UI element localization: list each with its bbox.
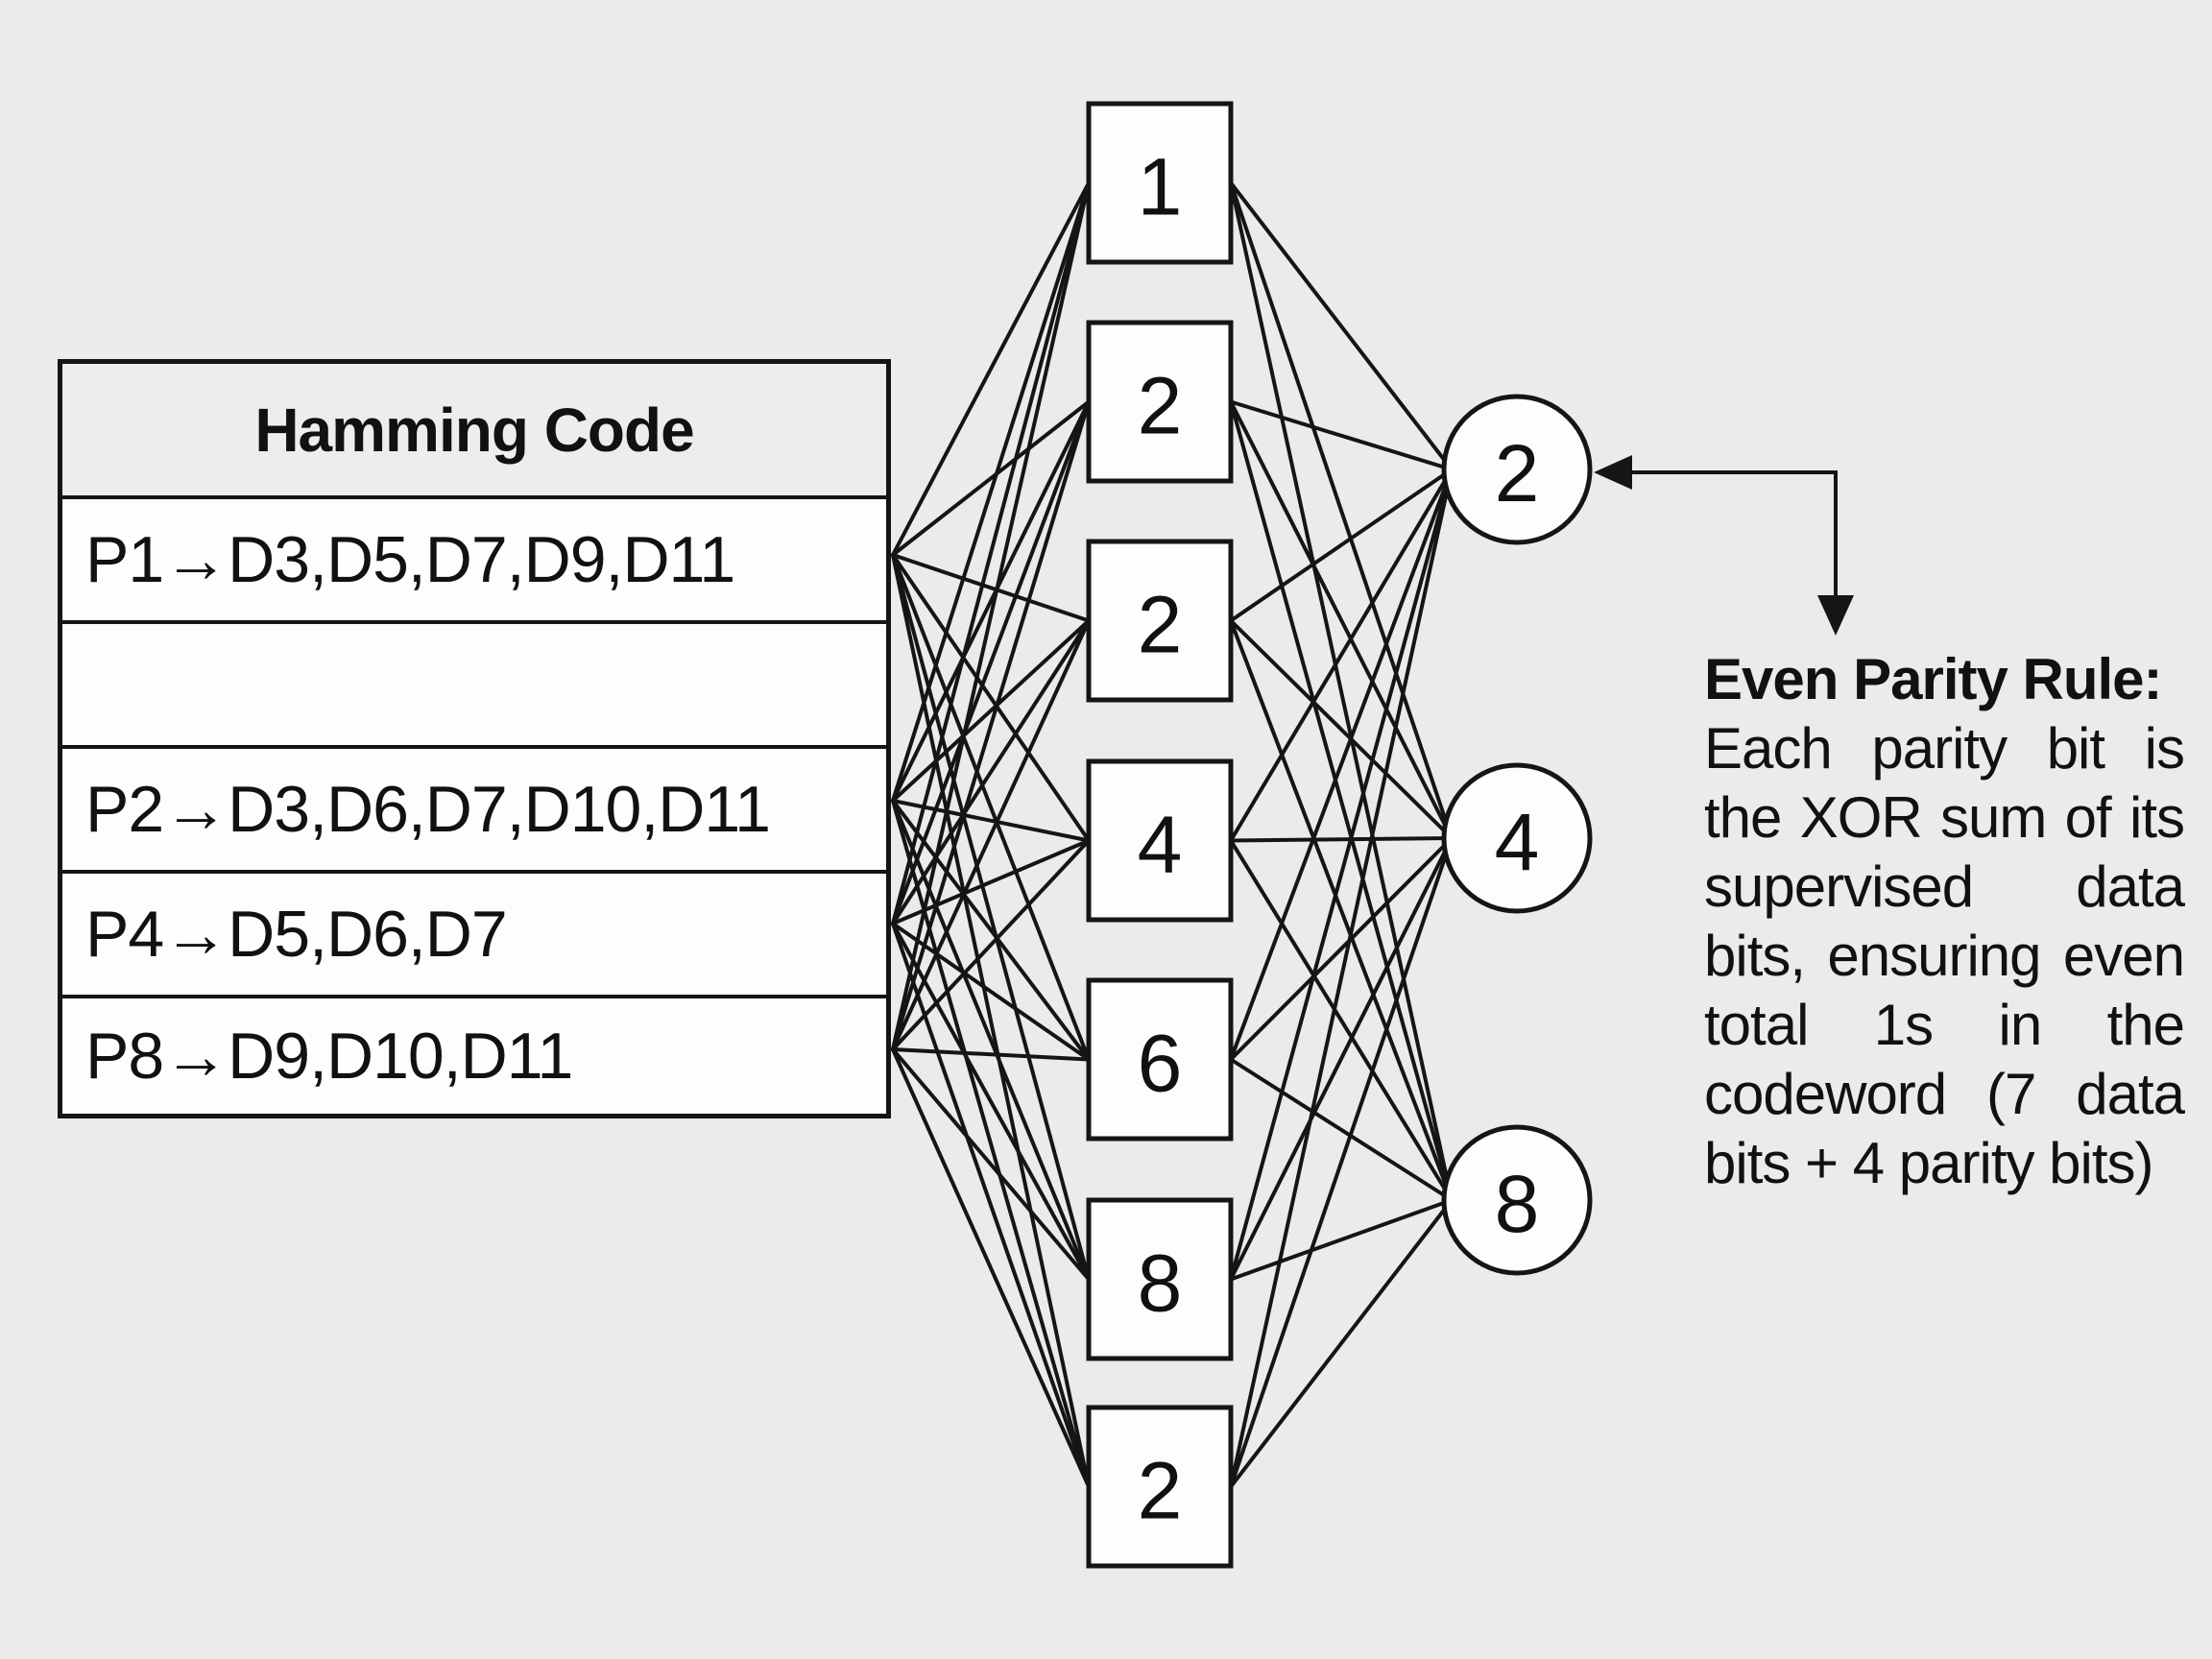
- table-row-empty: [62, 624, 886, 749]
- link-row1-box1: [891, 399, 1091, 803]
- circle-node: 8: [1441, 1124, 1593, 1276]
- link-box3-circle0: [1229, 468, 1454, 843]
- link-row3-box2: [891, 618, 1091, 1051]
- link-row1-box0: [891, 180, 1091, 803]
- table-row-p2: P2→D3,D6,D7,D10,D11: [62, 749, 886, 874]
- link-row2-box2: [891, 618, 1091, 926]
- box-node-label: 2: [1138, 1446, 1183, 1536]
- table-row-p8: P8→D9,D10,D11: [85, 1020, 573, 1093]
- box-node-label: 4: [1138, 800, 1183, 890]
- link-row3-box0: [891, 180, 1091, 1051]
- connection-lines: [891, 180, 1454, 1489]
- link-row0-box1: [891, 399, 1091, 557]
- link-box0-circle0: [1229, 180, 1454, 471]
- circle-node-label: 4: [1495, 797, 1540, 887]
- circle-node-label: 2: [1495, 428, 1540, 518]
- box-node-label: 6: [1138, 1019, 1183, 1109]
- link-row0-box3: [891, 553, 1091, 843]
- link-box5-circle2: [1229, 1198, 1454, 1282]
- box-node-shape: [1086, 1405, 1234, 1569]
- circle-node-shape: [1441, 1124, 1593, 1276]
- link-row0-box4: [891, 553, 1091, 1062]
- rule-body: Each parity bit is the XOR sum of its su…: [1704, 716, 2185, 1195]
- link-row2-box1: [891, 399, 1091, 926]
- box-node-shape: [1086, 758, 1234, 923]
- box-node-shape: [1086, 101, 1234, 265]
- link-box2-circle0: [1229, 468, 1454, 623]
- box-node-shape: [1086, 977, 1234, 1142]
- link-row3-box5: [891, 1047, 1091, 1282]
- link-row2-box0: [891, 180, 1091, 926]
- link-row0-box5: [891, 553, 1091, 1282]
- circle-node-shape: [1441, 394, 1593, 545]
- link-box6-circle0: [1229, 468, 1454, 1489]
- link-box5-circle0: [1229, 468, 1454, 1282]
- link-box1-circle0: [1229, 399, 1454, 471]
- link-box4-circle2: [1229, 1057, 1454, 1202]
- link-box3-circle1: [1229, 836, 1454, 843]
- link-box6-circle1: [1229, 836, 1454, 1489]
- link-box1-circle1: [1229, 399, 1454, 840]
- link-box4-circle1: [1229, 836, 1454, 1062]
- link-box0-circle2: [1229, 180, 1454, 1202]
- box-node-label: 2: [1138, 580, 1183, 670]
- circle-node-shape: [1441, 762, 1593, 914]
- link-row0-box2: [891, 553, 1091, 623]
- hamming-code-table: Hamming Code P1→D3,D5,D7,D9,D11 P2→D3,D6…: [58, 359, 891, 1118]
- link-row0-box6: [891, 553, 1091, 1489]
- box-node-label: 8: [1138, 1238, 1183, 1329]
- rule-heading: Even Parity Rule:: [1704, 647, 2163, 711]
- box-node-shape: [1086, 539, 1234, 703]
- box-node-label: 2: [1138, 361, 1183, 451]
- circle-node-label: 8: [1495, 1159, 1540, 1249]
- link-box5-circle1: [1229, 836, 1454, 1282]
- link-box0-circle1: [1229, 180, 1454, 840]
- box-node-label: 1: [1138, 142, 1183, 232]
- arrowhead-left-icon: [1594, 455, 1632, 490]
- link-row1-box6: [891, 799, 1091, 1489]
- nodes: 1 2 2 4 6 8 2 2 4 8: [1086, 101, 1593, 1569]
- box-node: 2: [1086, 1405, 1234, 1569]
- box-node: 8: [1086, 1197, 1234, 1361]
- link-row3-box1: [891, 399, 1091, 1051]
- box-node-shape: [1086, 1197, 1234, 1361]
- connector-line: [1623, 470, 1838, 601]
- box-node: 6: [1086, 977, 1234, 1142]
- circle-node: 2: [1441, 394, 1593, 545]
- link-row1-box5: [891, 799, 1091, 1282]
- link-row2-box5: [891, 922, 1091, 1282]
- link-row2-box6: [891, 922, 1091, 1489]
- box-node: 1: [1086, 101, 1234, 265]
- parity-rule-connector: [1594, 455, 1854, 636]
- circle-node: 4: [1441, 762, 1593, 914]
- box-node-shape: [1086, 320, 1234, 484]
- link-box3-circle2: [1229, 838, 1454, 1202]
- parity-rule-note: Even Parity Rule: Each parity bit is the…: [1704, 645, 2185, 1198]
- table-row-p1: P1→D3,D5,D7,D9,D11: [62, 499, 886, 624]
- link-row0-box0: [891, 180, 1091, 557]
- link-row3-box3: [891, 838, 1091, 1051]
- box-node: 4: [1086, 758, 1234, 923]
- link-row3-box4: [891, 1047, 1091, 1062]
- link-box6-circle2: [1229, 1198, 1454, 1489]
- link-box4-circle0: [1229, 468, 1454, 1062]
- link-box2-circle2: [1229, 618, 1454, 1202]
- link-row3-box6: [891, 1047, 1091, 1489]
- table-row-p4: P4→D5,D6,D7: [62, 874, 886, 998]
- link-box1-circle2: [1229, 399, 1454, 1202]
- box-node: 2: [1086, 539, 1234, 703]
- link-row1-box2: [891, 618, 1091, 803]
- table-title: Hamming Code: [62, 364, 886, 499]
- link-row1-box4: [891, 799, 1091, 1062]
- link-box2-circle1: [1229, 618, 1454, 840]
- box-node: 2: [1086, 320, 1234, 484]
- arrowhead-down-icon: [1817, 595, 1854, 636]
